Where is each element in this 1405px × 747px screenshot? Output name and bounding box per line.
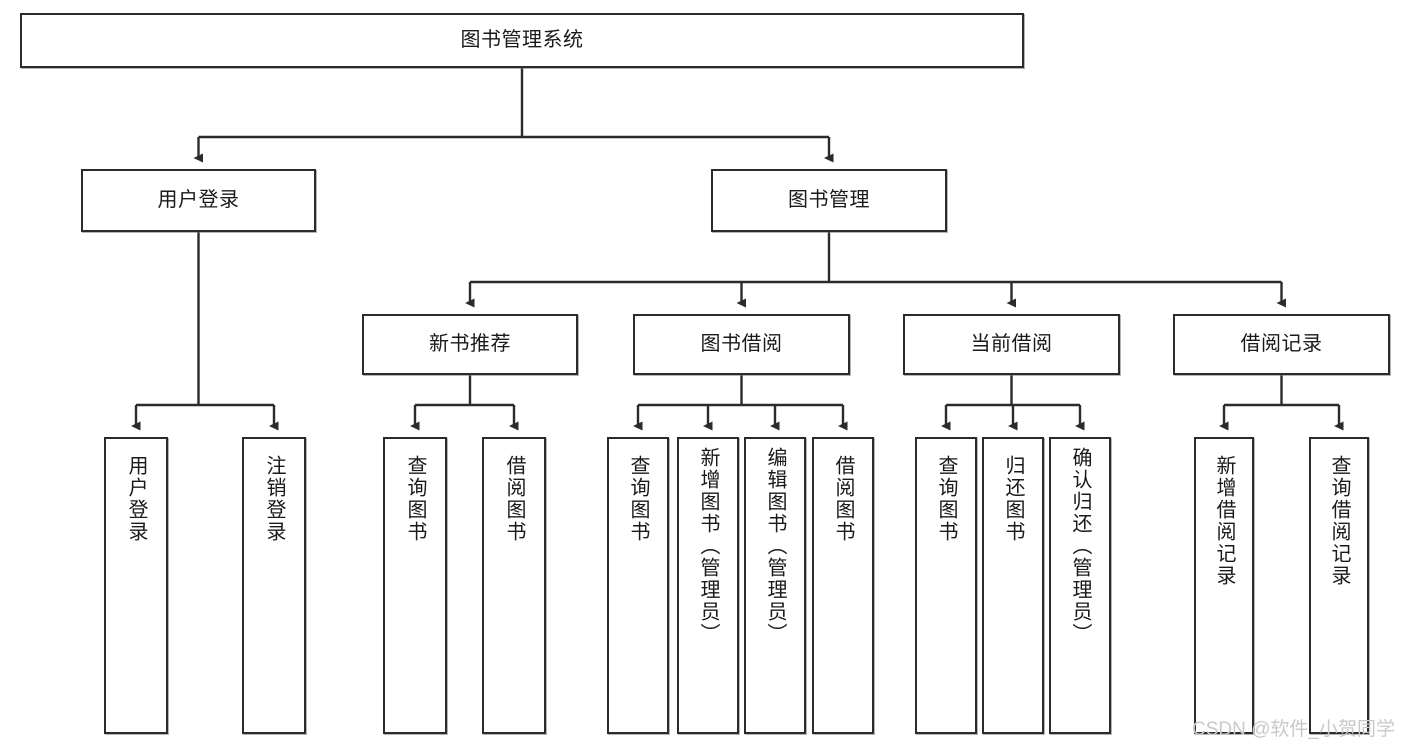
node-book-manage[interactable]: 图书管理 [711, 169, 947, 232]
node-new-book-rec[interactable]: 新书推荐 [362, 314, 578, 375]
node-label: 新书推荐 [429, 333, 511, 356]
node-label: 编辑图书（管理员） [764, 447, 786, 645]
node-leaf-rec-borrow[interactable]: 借阅图书 [482, 437, 546, 734]
node-label: 查询图书 [935, 455, 957, 543]
node-label: 图书借阅 [700, 333, 783, 356]
node-book-borrow[interactable]: 图书借阅 [633, 314, 850, 375]
node-leaf-user-login[interactable]: 用户登录 [104, 437, 168, 734]
node-label: 确认归还（管理员） [1069, 447, 1091, 645]
node-root[interactable]: 图书管理系统 [20, 13, 1024, 68]
node-leaf-add-record[interactable]: 新增借阅记录 [1194, 437, 1254, 734]
node-leaf-add-book[interactable]: 新增图书（管理员） [677, 437, 739, 734]
node-label: 当前借阅 [970, 333, 1053, 356]
node-label: 借阅图书 [832, 455, 854, 543]
watermark-label: CSDN @软件_小贺同学 [1192, 719, 1395, 740]
node-label: 新增图书（管理员） [697, 447, 719, 645]
node-label: 借阅图书 [503, 455, 525, 543]
node-label: 借阅记录 [1240, 333, 1323, 356]
node-borrow-record[interactable]: 借阅记录 [1173, 314, 1390, 375]
node-label: 归还图书 [1002, 455, 1024, 543]
node-leaf-borrow-book[interactable]: 借阅图书 [812, 437, 874, 734]
node-leaf-edit-book[interactable]: 编辑图书（管理员） [744, 437, 806, 734]
node-label: 新增借阅记录 [1213, 455, 1235, 587]
node-leaf-query-record[interactable]: 查询借阅记录 [1309, 437, 1369, 734]
node-leaf-return-book[interactable]: 归还图书 [982, 437, 1044, 734]
node-leaf-rec-query[interactable]: 查询图书 [383, 437, 447, 734]
node-leaf-logout[interactable]: 注销登录 [242, 437, 306, 734]
node-label: 用户登录 [157, 189, 240, 212]
node-label: 注销登录 [263, 455, 285, 543]
node-label: 图书管理 [788, 189, 870, 212]
node-label: 查询图书 [627, 455, 649, 543]
node-current-borrow[interactable]: 当前借阅 [903, 314, 1120, 375]
node-label: 查询借阅记录 [1328, 455, 1350, 587]
node-label: 图书管理系统 [460, 29, 584, 52]
node-label: 用户登录 [125, 455, 147, 543]
node-leaf-borrow-query[interactable]: 查询图书 [607, 437, 669, 734]
node-leaf-cur-query[interactable]: 查询图书 [915, 437, 977, 734]
node-user-login[interactable]: 用户登录 [81, 169, 316, 232]
node-label: 查询图书 [404, 455, 426, 543]
node-leaf-confirm-return[interactable]: 确认归还（管理员） [1049, 437, 1111, 734]
